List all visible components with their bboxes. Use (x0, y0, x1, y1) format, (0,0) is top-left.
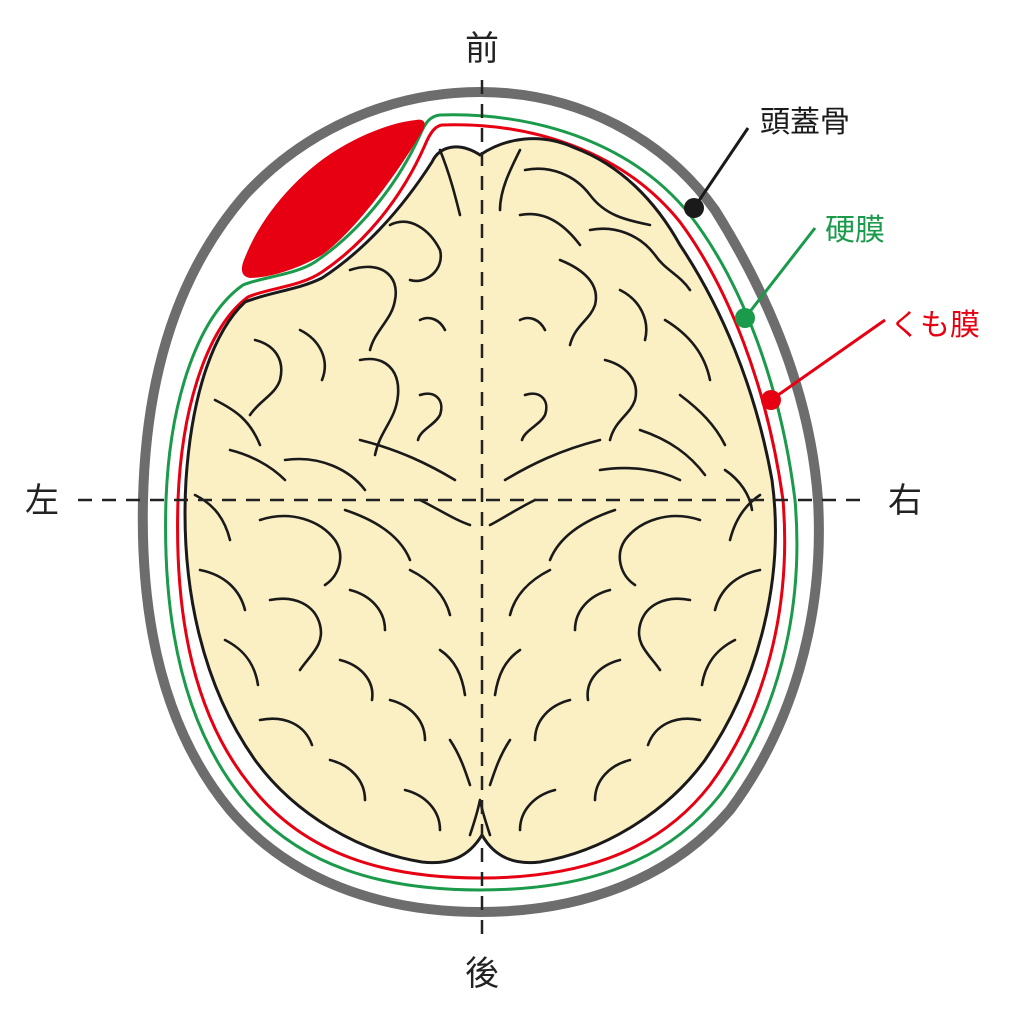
callout-skull-leader (692, 127, 750, 209)
callout-skull-label: 頭蓋骨 (760, 105, 850, 140)
direction-right: 右 (888, 481, 922, 521)
direction-front: 前 (465, 29, 499, 69)
callout-dura-dot (735, 308, 755, 328)
callout-skull: 頭蓋骨 (684, 105, 850, 218)
callout-dura-leader (743, 227, 817, 319)
axis-lines (78, 80, 860, 935)
brain-sulci (193, 148, 762, 837)
brain-outline (183, 137, 777, 865)
direction-back: 後 (465, 954, 499, 994)
callout-dura: 硬膜 (735, 213, 885, 328)
direction-left: 左 (25, 481, 59, 521)
arachnoid-mater-line (176, 123, 787, 880)
callout-skull-dot (684, 198, 704, 218)
callout-dura-label: 硬膜 (825, 213, 885, 248)
callout-arachnoid: くも膜 (761, 308, 980, 410)
callout-arachnoid-leader (770, 318, 886, 402)
callout-arachnoid-label: くも膜 (890, 308, 980, 343)
callout-arachnoid-dot (761, 390, 781, 410)
hematoma-shape (241, 119, 425, 278)
